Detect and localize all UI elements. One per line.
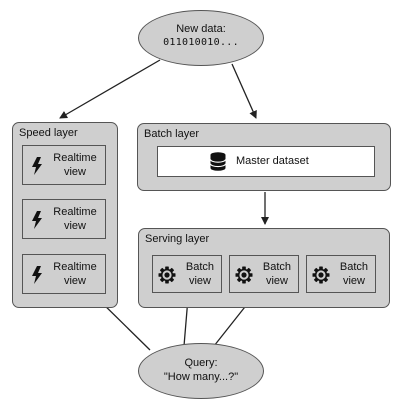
batch-view-1: Batch view xyxy=(152,255,222,293)
realtime-view-3: Realtime view xyxy=(22,254,106,294)
query-title: Query: xyxy=(184,357,218,369)
gear-icon xyxy=(235,266,253,284)
batch-view-3: Batch view xyxy=(306,255,376,293)
database-icon xyxy=(210,152,226,171)
arrow-newdata-to-batch xyxy=(231,63,257,119)
batch-view-2-line1: Batch xyxy=(262,261,292,273)
realtime-view-2-line1: Realtime xyxy=(53,206,97,218)
realtime-view-2-line2: view xyxy=(63,220,86,232)
gear-icon xyxy=(158,266,176,284)
batch-view-3-line1: Batch xyxy=(339,261,369,273)
arrow-newdata-to-speed xyxy=(59,59,161,119)
batch-view-1-line2: view xyxy=(188,275,211,287)
query-value: "How many...?" xyxy=(163,371,239,383)
batch-view-2-line2: view xyxy=(265,275,288,287)
lightning-icon xyxy=(32,211,42,229)
master-dataset: Master dataset xyxy=(157,146,375,177)
query-node: Query: "How many...?" xyxy=(138,343,264,399)
batch-view-1-line1: Batch xyxy=(185,261,215,273)
realtime-view-1-line2: view xyxy=(63,166,86,178)
batch-view-3-line2: view xyxy=(342,275,365,287)
lightning-icon xyxy=(32,266,42,284)
batch-view-2: Batch view xyxy=(229,255,299,293)
speed-layer-title: Speed layer xyxy=(19,127,78,139)
lightning-icon xyxy=(32,157,42,175)
realtime-view-1: Realtime view xyxy=(22,145,106,185)
realtime-view-2: Realtime view xyxy=(22,199,106,239)
realtime-view-3-line2: view xyxy=(63,275,86,287)
serving-layer-title: Serving layer xyxy=(145,233,210,245)
gear-icon xyxy=(312,266,330,284)
realtime-view-3-line1: Realtime xyxy=(53,261,97,273)
new-data-node: New data: 011010010... xyxy=(138,10,264,66)
new-data-value: 011010010... xyxy=(163,37,239,48)
batch-layer-title: Batch layer xyxy=(144,128,200,140)
master-dataset-label: Master dataset xyxy=(236,155,309,167)
new-data-title: New data: xyxy=(176,23,226,35)
realtime-view-1-line1: Realtime xyxy=(53,152,97,164)
